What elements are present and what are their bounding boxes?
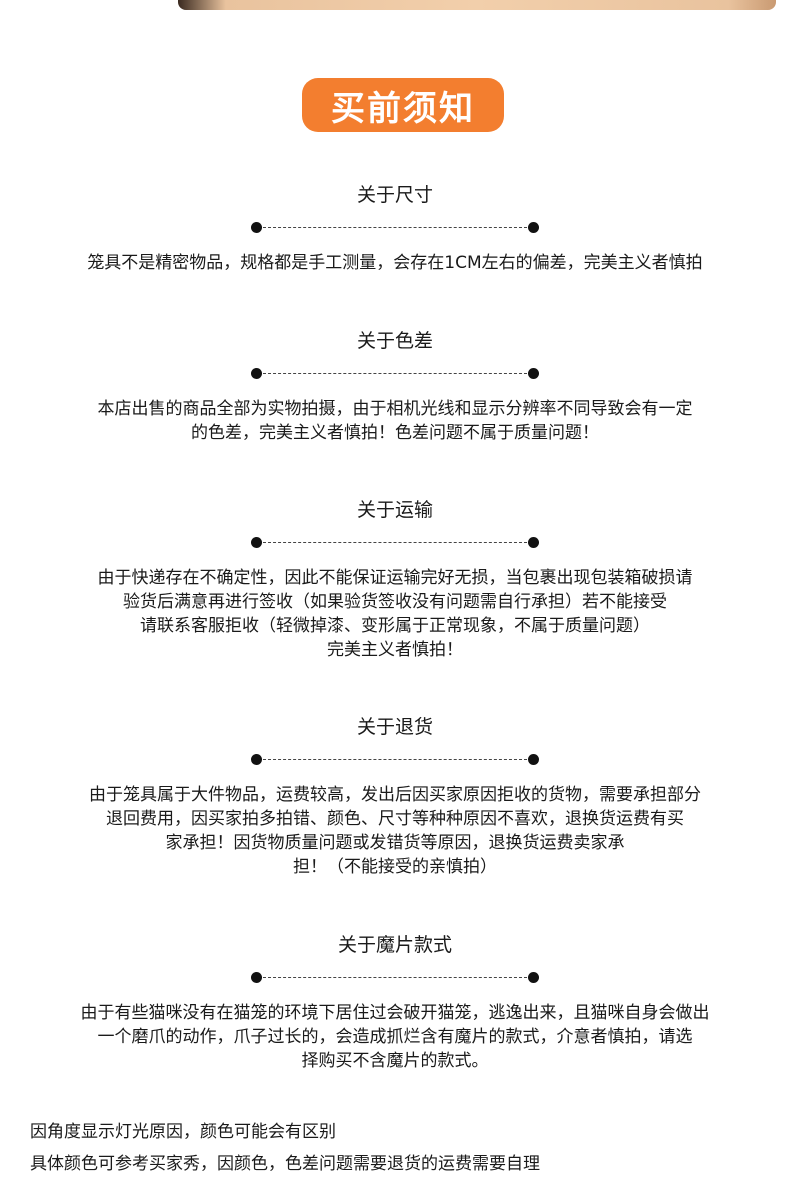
section-shipping: 关于运输 由于快递存在不确定性，因此不能保证运输完好无损，当包裹出现包装箱破损请… (0, 498, 790, 662)
section-size: 关于尺寸 笼具不是精密物品，规格都是手工测量，会存在1CM左右的偏差，完美主义者… (0, 183, 790, 275)
divider-dot-icon (251, 222, 262, 233)
section-title: 关于尺寸 (356, 184, 433, 206)
body-line: 请联系客服拒收（轻微掉漆、变形属于正常现象，不属于质量问题） (140, 616, 650, 636)
section-color-difference: 关于色差 本店出售的商品全部为实物拍摄，由于相机光线和显示分辨率不同导致会有一定… (0, 329, 790, 445)
section-divider (251, 754, 539, 766)
divider-dot-icon (528, 754, 539, 765)
footer-notes: 因角度显示灯光原因，颜色可能会有区别 具体颜色可参考买家秀，因颜色，色差问题需要… (30, 1120, 540, 1184)
footer-note: 具体颜色可参考买家秀，因颜色，色差问题需要退货的运费需要自理 (30, 1154, 540, 1174)
footer-note: 因角度显示灯光原因，颜色可能会有区别 (30, 1122, 336, 1142)
body-line: 由于笼具属于大件物品，运费较高，发出后因买家原因拒收的货物，需要承担部分 (89, 785, 701, 805)
body-line: 验货后满意再进行签收（如果验货签收没有问题需自行承担）若不能接受 (123, 592, 667, 612)
body-line: 由于快递存在不确定性，因此不能保证运输完好无损，当包裹出现包装箱破损请 (97, 568, 693, 588)
divider-dot-icon (528, 368, 539, 379)
divider-dot-icon (251, 972, 262, 983)
section-body: 由于笼具属于大件物品，运费较高，发出后因买家原因拒收的货物，需要承担部分 退回费… (0, 783, 790, 879)
divider-dot-icon (251, 537, 262, 548)
body-line: 家承担！因货物质量问题或发错货等原因，退换货运费卖家承 (165, 833, 625, 853)
section-body: 由于有些猫咪没有在猫笼的环境下居住过会破开猫笼，逃逸出来，且猫咪自身会做出 一个… (0, 1001, 790, 1073)
body-line: 担！（不能接受的亲慎拍） (293, 857, 497, 877)
section-body: 本店出售的商品全部为实物拍摄，由于相机光线和显示分辨率不同导致会有一定 的色差，… (0, 397, 790, 445)
section-title: 关于魔片款式 (337, 934, 452, 956)
divider-dot-icon (251, 754, 262, 765)
section-divider (251, 222, 539, 234)
notice-banner: 买前须知 (302, 78, 504, 132)
divider-dot-icon (528, 222, 539, 233)
section-body: 笼具不是精密物品，规格都是手工测量，会存在1CM左右的偏差，完美主义者慎拍 (0, 251, 790, 275)
section-divider (251, 972, 539, 984)
divider-dot-icon (528, 972, 539, 983)
body-line: 择购买不含魔片的款式。 (301, 1051, 489, 1071)
body-line: 退回费用，因买家拍多拍错、颜色、尺寸等种种原因不喜欢，退换货运费有买 (106, 809, 684, 829)
section-body: 由于快递存在不确定性，因此不能保证运输完好无损，当包裹出现包装箱破损请 验货后满… (0, 566, 790, 662)
product-image-edge (178, 0, 776, 10)
section-title: 关于运输 (356, 499, 433, 521)
section-title: 关于色差 (356, 330, 433, 352)
body-line: 由于有些猫咪没有在猫笼的环境下居住过会破开猫笼，逃逸出来，且猫咪自身会做出 (80, 1003, 710, 1023)
section-returns: 关于退货 由于笼具属于大件物品，运费较高，发出后因买家原因拒收的货物，需要承担部… (0, 715, 790, 879)
section-divider (251, 368, 539, 380)
divider-dot-icon (251, 368, 262, 379)
section-velcro-style: 关于魔片款式 由于有些猫咪没有在猫笼的环境下居住过会破开猫笼，逃逸出来，且猫咪自… (0, 933, 790, 1073)
body-line: 完美主义者慎拍！ (327, 640, 463, 660)
divider-dot-icon (528, 537, 539, 548)
body-line: 笼具不是精密物品，规格都是手工测量，会存在1CM左右的偏差，完美主义者慎拍 (87, 253, 703, 273)
section-divider (251, 537, 539, 549)
body-line: 的色差，完美主义者慎拍！色差问题不属于质量问题！ (191, 423, 599, 443)
section-title: 关于退货 (356, 716, 433, 738)
body-line: 一个磨爪的动作，爪子过长的，会造成抓烂含有魔片的款式，介意者慎拍，请选 (97, 1027, 693, 1047)
body-line: 本店出售的商品全部为实物拍摄，由于相机光线和显示分辨率不同导致会有一定 (97, 399, 693, 419)
